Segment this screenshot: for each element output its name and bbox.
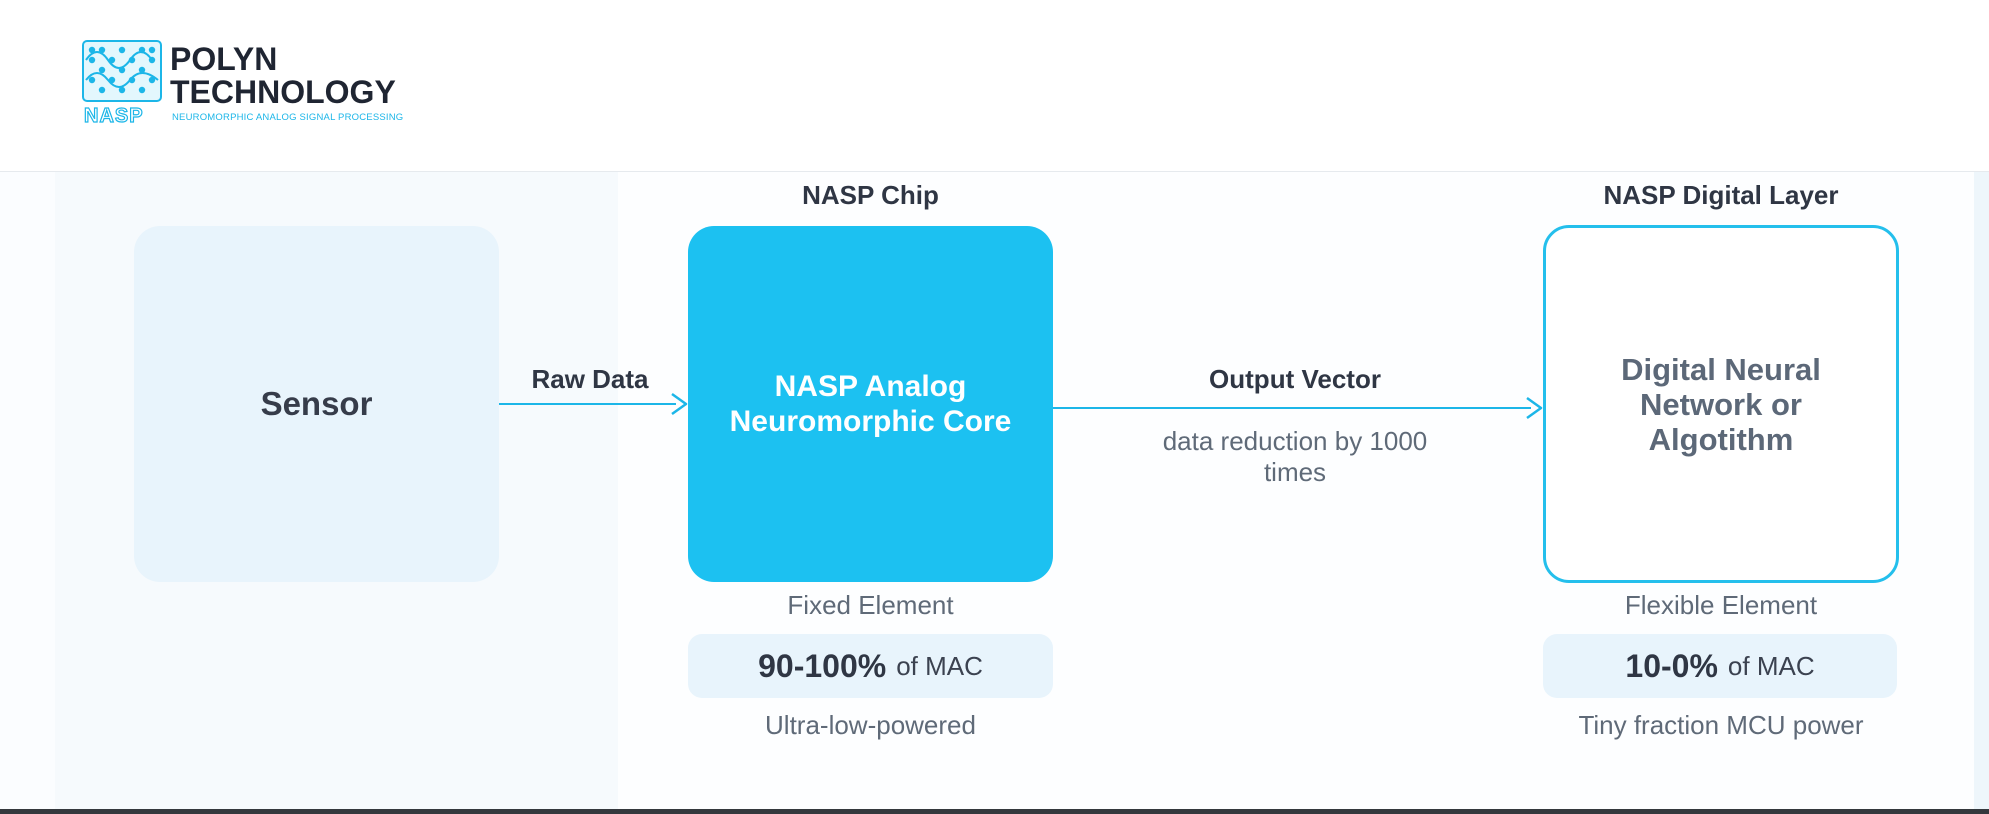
nasp-logo-icon: NASP (82, 40, 162, 126)
sensor-label: Sensor (260, 385, 373, 422)
polyn-logo[interactable]: NASP POLYN TECHNOLOGY NEUROMORPHIC ANALO… (82, 40, 422, 126)
digital-layer-title: NASP Digital Layer (1603, 180, 1839, 210)
flexible-element-label: Flexible Element (1624, 590, 1818, 620)
nasp-analog-core-box: NASP Analog Neuromorphic Core (688, 226, 1053, 582)
data-reduction-note: data reduction by 1000 times (1162, 426, 1428, 487)
logo-line2: TECHNOLOGY (170, 74, 396, 110)
chip-mac-suffix: of MAC (896, 650, 983, 681)
digital-mac-badge: 10-0% of MAC (1543, 634, 1897, 698)
logo-line1: POLYN (170, 41, 278, 77)
digital-network-label: Digital Neural Network or Algotithm (1621, 351, 1821, 457)
raw-data-label: Raw Data (531, 364, 649, 394)
nasp-core-label: NASP Analog Neuromorphic Core (729, 370, 1012, 438)
bottom-bar (0, 809, 1989, 814)
digital-mac-value: 10-0% (1625, 647, 1718, 684)
right-edge-panel (1974, 172, 1989, 809)
chip-mac-value: 90-100% (758, 647, 887, 684)
sensor-box: Sensor (134, 226, 499, 582)
svg-text:NASP: NASP (84, 105, 144, 126)
chip-power-note: Ultra-low-powered (765, 710, 976, 740)
header: NASP POLYN TECHNOLOGY NEUROMORPHIC ANALO… (0, 0, 1989, 172)
chip-mac-badge: 90-100% of MAC (688, 634, 1053, 698)
digital-power-note: Tiny fraction MCU power (1578, 710, 1864, 740)
digital-network-box: Digital Neural Network or Algotithm (1543, 225, 1899, 583)
fixed-element-label: Fixed Element (787, 590, 954, 620)
output-vector-label: Output Vector (1209, 364, 1381, 394)
digital-mac-suffix: of MAC (1727, 650, 1815, 681)
logo-tagline: NEUROMORPHIC ANALOG SIGNAL PROCESSING (172, 112, 404, 123)
nasp-chip-title: NASP Chip (802, 180, 939, 210)
